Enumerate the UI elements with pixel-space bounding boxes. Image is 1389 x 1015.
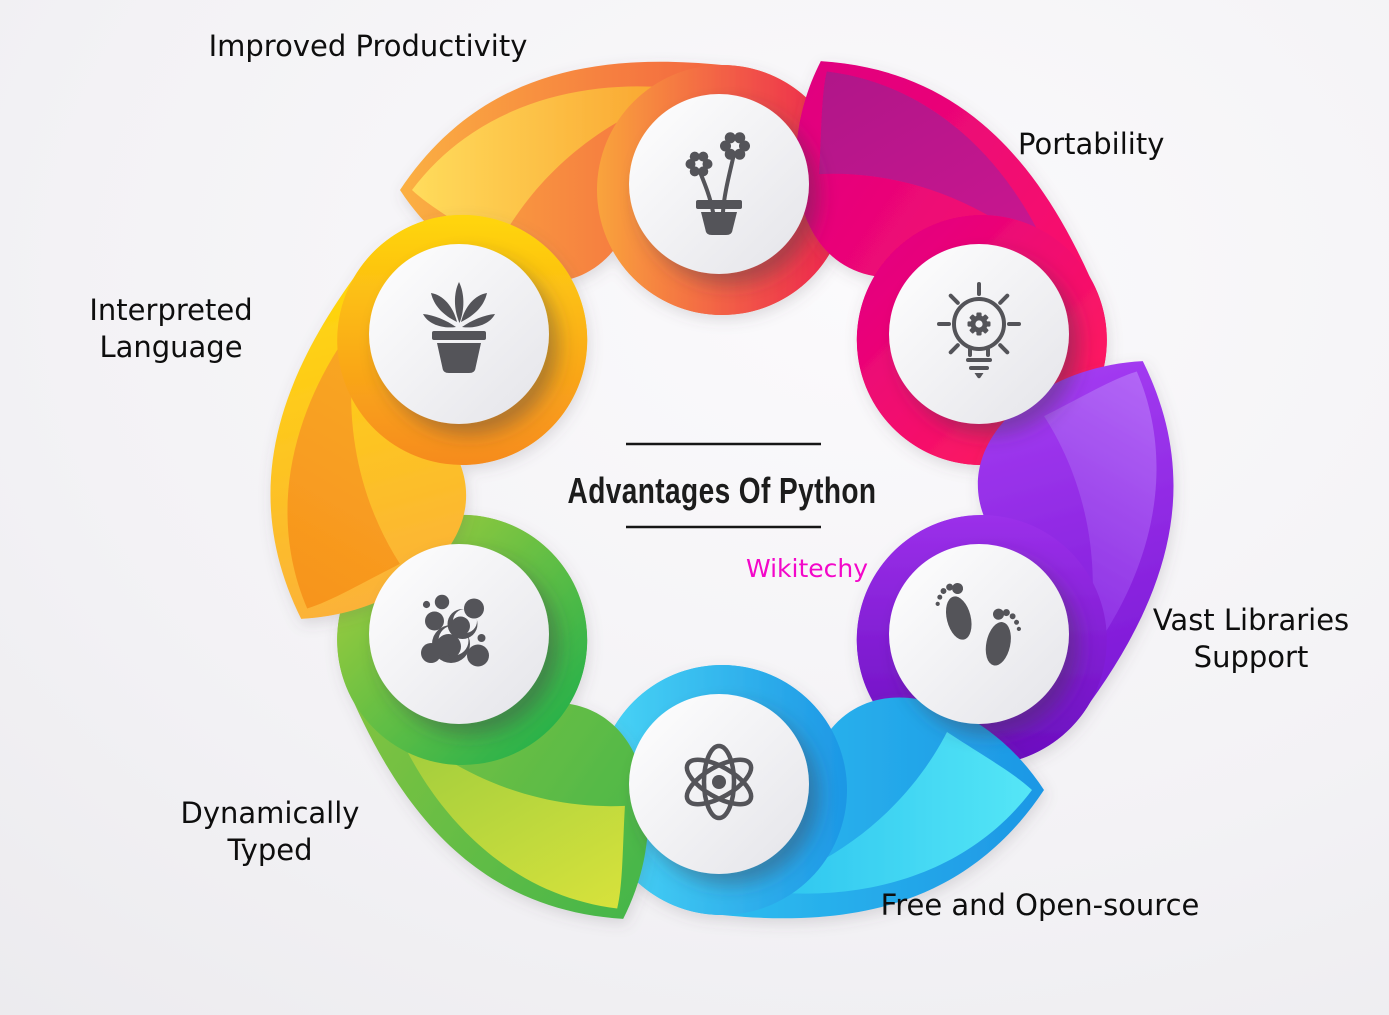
brand-wikitechy: Wikitechy <box>745 554 869 583</box>
flower-pot-icon <box>685 132 750 235</box>
label-improved-productivity: Improved Productivity <box>208 29 528 63</box>
page-title: Advantages Of Python <box>567 470 877 511</box>
label-vast-libraries-support: Vast Libraries Support <box>1152 603 1350 675</box>
icon-circle-vast-libraries-support <box>889 544 1069 724</box>
label-free-and-open-source: Free and Open-source <box>880 888 1200 922</box>
lightbulb-gear-icon <box>937 282 1021 379</box>
icon-circle-improved-productivity <box>629 94 809 274</box>
label-portability: Portability <box>1018 127 1165 161</box>
bubbles-icon <box>421 594 489 667</box>
succulent-pot-icon <box>423 282 495 373</box>
footprints-icon <box>935 582 1022 666</box>
label-dynamically-typed: Dynamically Typed <box>180 796 360 868</box>
atom-icon <box>684 743 754 821</box>
label-interpreted-language: Interpreted Language <box>89 293 253 365</box>
